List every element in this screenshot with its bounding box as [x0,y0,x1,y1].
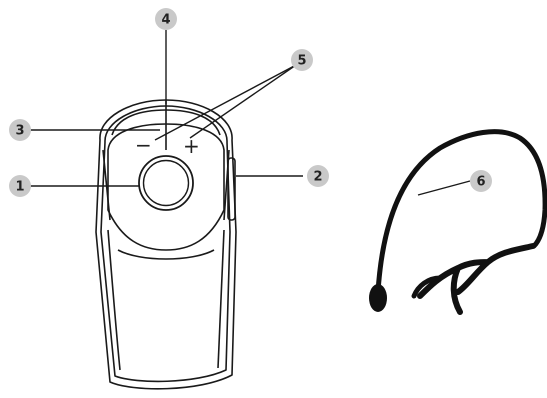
leader-5b [189,64,297,139]
callout-2-number: 2 [313,170,322,185]
callout-2: 2 [307,165,329,187]
ear-hook-tip [369,284,387,312]
headset-outer-shell [95,99,237,390]
callout-6: 6 [470,170,492,192]
callout-1: 1 [9,175,31,197]
lower-panel-left [107,229,121,371]
callout-6-number: 6 [476,175,485,190]
ear-hook-tail [411,275,443,299]
main-button-inner-ring [142,159,190,207]
callout-5-number: 5 [297,54,306,69]
lower-curve [117,249,215,260]
left-rail [102,149,111,221]
ear-hook [369,129,547,315]
callout-lines [28,30,471,196]
ear-hook-clip [417,243,536,315]
callout-4: 4 [155,8,177,30]
side-slot [227,157,236,221]
plus-symbol: + [183,134,200,158]
leader-5a [154,64,297,141]
callout-5: 5 [291,49,313,71]
headset-shell-contour [100,105,231,383]
headset-body [95,99,237,390]
callout-3: 3 [9,119,31,141]
main-button-outer-ring [138,155,194,211]
leader-6 [417,180,471,196]
ear-hook-arm [375,129,547,295]
minus-symbol: − [135,133,152,157]
main-button [138,155,194,211]
callout-1-number: 1 [15,180,24,195]
callout-4-number: 4 [161,13,170,28]
lower-panel-right [217,229,225,369]
callout-3-number: 3 [15,124,24,139]
